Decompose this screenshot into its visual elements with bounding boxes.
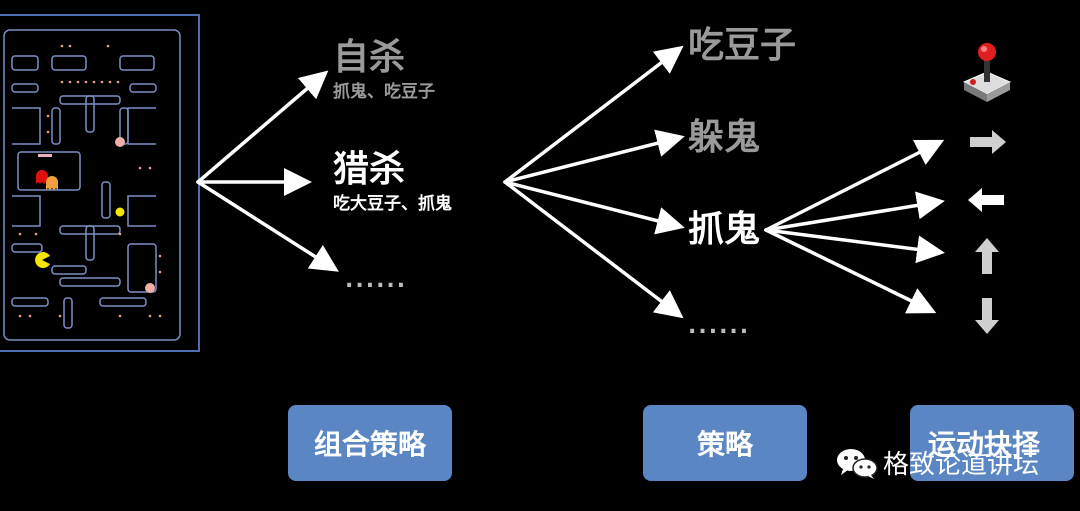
arrow-to-dodge-ghost (503, 129, 685, 184)
arrow-to-left (764, 191, 945, 232)
fruit-icon (115, 207, 125, 217)
watermark-text: 格致论道讲坛 (883, 450, 1040, 480)
arrow-to-more (196, 180, 339, 272)
arrow-to-right (764, 139, 945, 232)
node-hunt-subtitle: 吃大豆子、抓鬼 (333, 194, 452, 214)
arrow-to-more-2 (503, 180, 684, 319)
box-motion-decision: 运动抉择 (910, 405, 1074, 481)
orange-ghost (46, 176, 58, 190)
red-ghost (36, 170, 48, 184)
ghost-gate (38, 154, 52, 157)
node-hunt-title: 猎杀 (333, 149, 406, 190)
arrow-to-eat-beans (503, 45, 684, 184)
watermark: 格致论道讲坛 (835, 444, 1039, 481)
box-strategy: 策略 (643, 405, 807, 481)
node-catch-ghost: 抓鬼 (688, 209, 761, 250)
node-more-ellipsis: ...... (345, 268, 408, 293)
node-dodge-ghost: 躲鬼 (688, 117, 761, 158)
node-suicide-subtitle: 抓鬼、吃豆子 (333, 82, 435, 102)
arrow-to-catch-ghost (503, 180, 685, 235)
maze-graphic (3, 29, 181, 341)
node-more-ellipsis-2: ...... (688, 314, 751, 339)
arrow-to-suicide (196, 70, 329, 184)
node-eat-beans: 吃豆子 (688, 25, 797, 66)
power-pellet (115, 137, 125, 147)
joystick-icon (958, 40, 1016, 102)
node-suicide-title: 自杀 (333, 37, 406, 78)
pacman-icon (35, 252, 50, 268)
power-pellet (145, 283, 155, 293)
arrow-to-down (764, 228, 937, 314)
pacman-maze-image (0, 14, 200, 352)
wechat-icon (835, 447, 879, 479)
box-combination-strategy: 组合策略 (288, 405, 452, 481)
maze-pellets (18, 44, 162, 318)
arrow-to-up (764, 228, 945, 264)
